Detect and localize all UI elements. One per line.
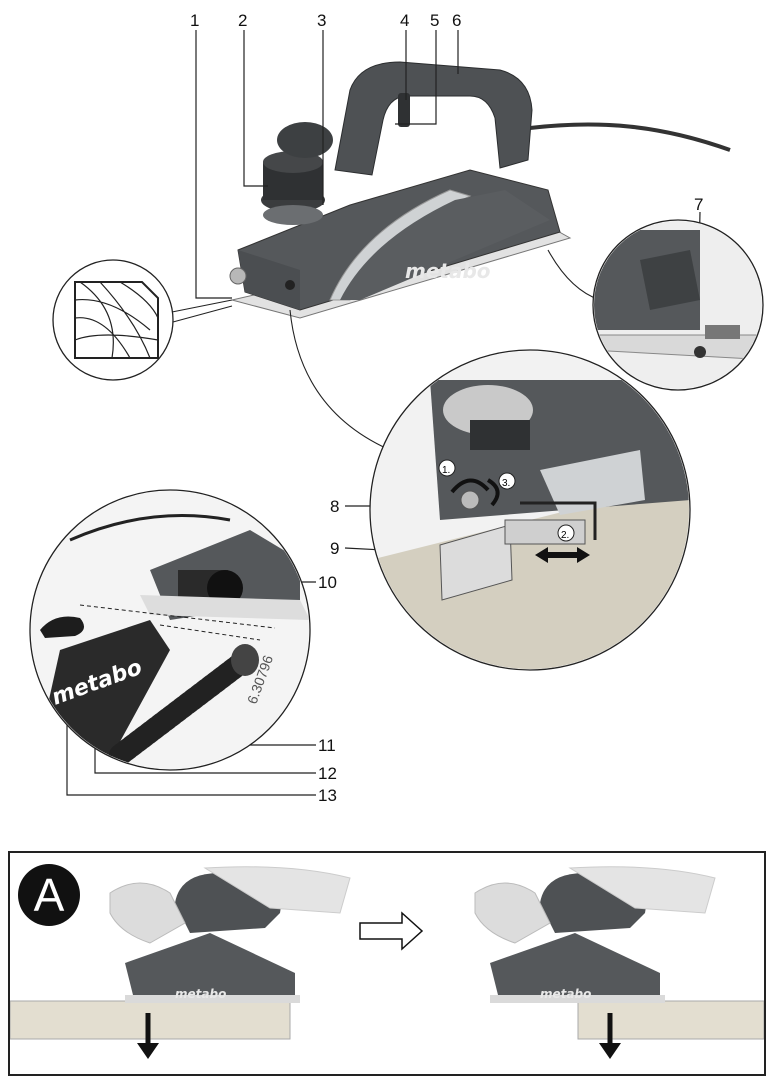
step-3-label: 3. [502,478,510,489]
transition-arrow [359,911,424,951]
callout-4: 4 [400,11,409,30]
groove-inset [52,259,233,381]
callout-9: 9 [330,539,339,558]
callout-7: 7 [694,195,703,214]
planer-main: metabo [229,61,731,319]
callout-10: 10 [318,573,337,592]
brand-logo-main: metabo [405,259,491,283]
callout-3: 3 [317,11,326,30]
planer-start-position: metabo [10,866,351,1059]
brand-logo-a-right: metabo [540,987,591,1001]
brand-logo-a-left: metabo [175,987,226,1001]
exploded-view: metabo 1 2 3 4 5 6 7 8 9 10 11 12 13 [29,11,764,805]
step-1-label: 1. [442,465,450,476]
callout-11: 11 [318,736,336,755]
callout-5: 5 [430,11,439,30]
callout-13: 13 [318,786,337,805]
callout-1: 1 [190,11,199,30]
callout-12: 12 [318,764,337,783]
fence-inset: 1. 3. 2. [289,309,691,671]
step-2-label: 2. [561,530,569,541]
panel-a-frame: A metabo metabo [8,851,766,1076]
planer-end-position: metabo [474,866,764,1059]
callout-2: 2 [238,11,247,30]
panel-a-illustration: metabo metabo [10,866,764,1059]
panel-a-badge: A [18,864,80,926]
callout-6: 6 [452,11,461,30]
callout-8: 8 [330,497,339,516]
parking-shoe-inset [547,219,764,391]
dust-bag-inset: metabo 6.30796 [29,489,311,771]
callout-numbers: 1 2 3 4 5 6 7 8 9 10 11 12 13 [190,11,703,805]
